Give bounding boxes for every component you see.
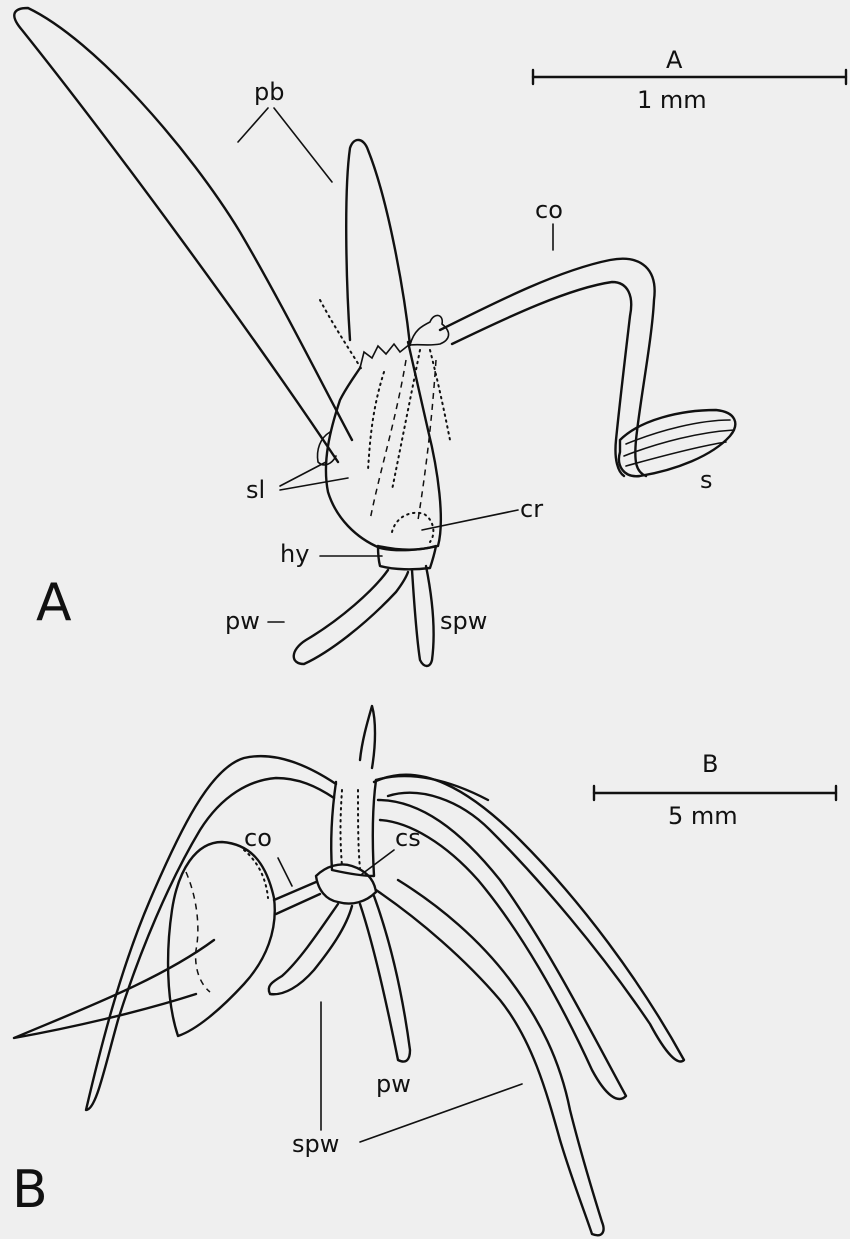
label-a-pw: pw xyxy=(225,607,260,635)
b-column-dotted xyxy=(341,790,361,868)
b-pw xyxy=(360,896,410,1062)
label-a-pb: pb xyxy=(254,78,284,106)
scale-bar-b: B 5 mm xyxy=(594,750,836,830)
column-arm-outline xyxy=(440,259,655,476)
panel-b-letter: B xyxy=(12,1160,48,1220)
b-column-outline xyxy=(331,780,376,876)
b-sepal-right-3 xyxy=(376,880,604,1235)
label-b-cs: cs xyxy=(395,824,421,852)
b-lip-dashed xyxy=(186,872,210,992)
scale-b-letter: B xyxy=(702,750,718,778)
b-hook xyxy=(269,904,352,994)
b-sepal-lower-left xyxy=(14,940,214,1038)
label-b-spw: spw xyxy=(292,1130,339,1158)
petal-left-outline xyxy=(14,8,352,462)
label-a-co: co xyxy=(535,196,563,224)
panel-a-labels: pb co sl s cr hy pw spw A xyxy=(36,78,713,635)
scale-a-text: 1 mm xyxy=(637,86,707,114)
label-a-hy: hy xyxy=(280,540,309,568)
b-column-stalk xyxy=(274,882,320,914)
column-frill xyxy=(360,344,410,368)
anther-cap xyxy=(410,315,449,345)
scale-bar-a: A 1 mm xyxy=(533,46,846,114)
panel-a-drawing xyxy=(14,8,735,666)
callus-ring xyxy=(392,513,433,542)
panel-a-letter: A xyxy=(36,573,72,633)
b-sepal-upper-left xyxy=(86,756,336,1110)
label-b-pw: pw xyxy=(376,1070,411,1098)
spw-appendage-outline xyxy=(412,566,434,666)
column-detail-dotted xyxy=(320,300,450,490)
label-b-co: co xyxy=(244,824,272,852)
scale-b-text: 5 mm xyxy=(668,802,738,830)
label-a-sl: sl xyxy=(246,476,265,504)
label-a-spw: spw xyxy=(440,607,487,635)
pw-appendage-outline xyxy=(294,570,408,664)
panel-b-drawing xyxy=(14,706,684,1235)
b-lip-outline xyxy=(168,842,275,1036)
scale-a-letter: A xyxy=(666,46,683,74)
petal-upright-outline xyxy=(346,140,410,345)
b-top-spike xyxy=(360,706,375,768)
b-sepal-right-1 xyxy=(374,775,684,1062)
label-a-s: s xyxy=(700,466,713,494)
label-a-cr: cr xyxy=(520,495,543,523)
